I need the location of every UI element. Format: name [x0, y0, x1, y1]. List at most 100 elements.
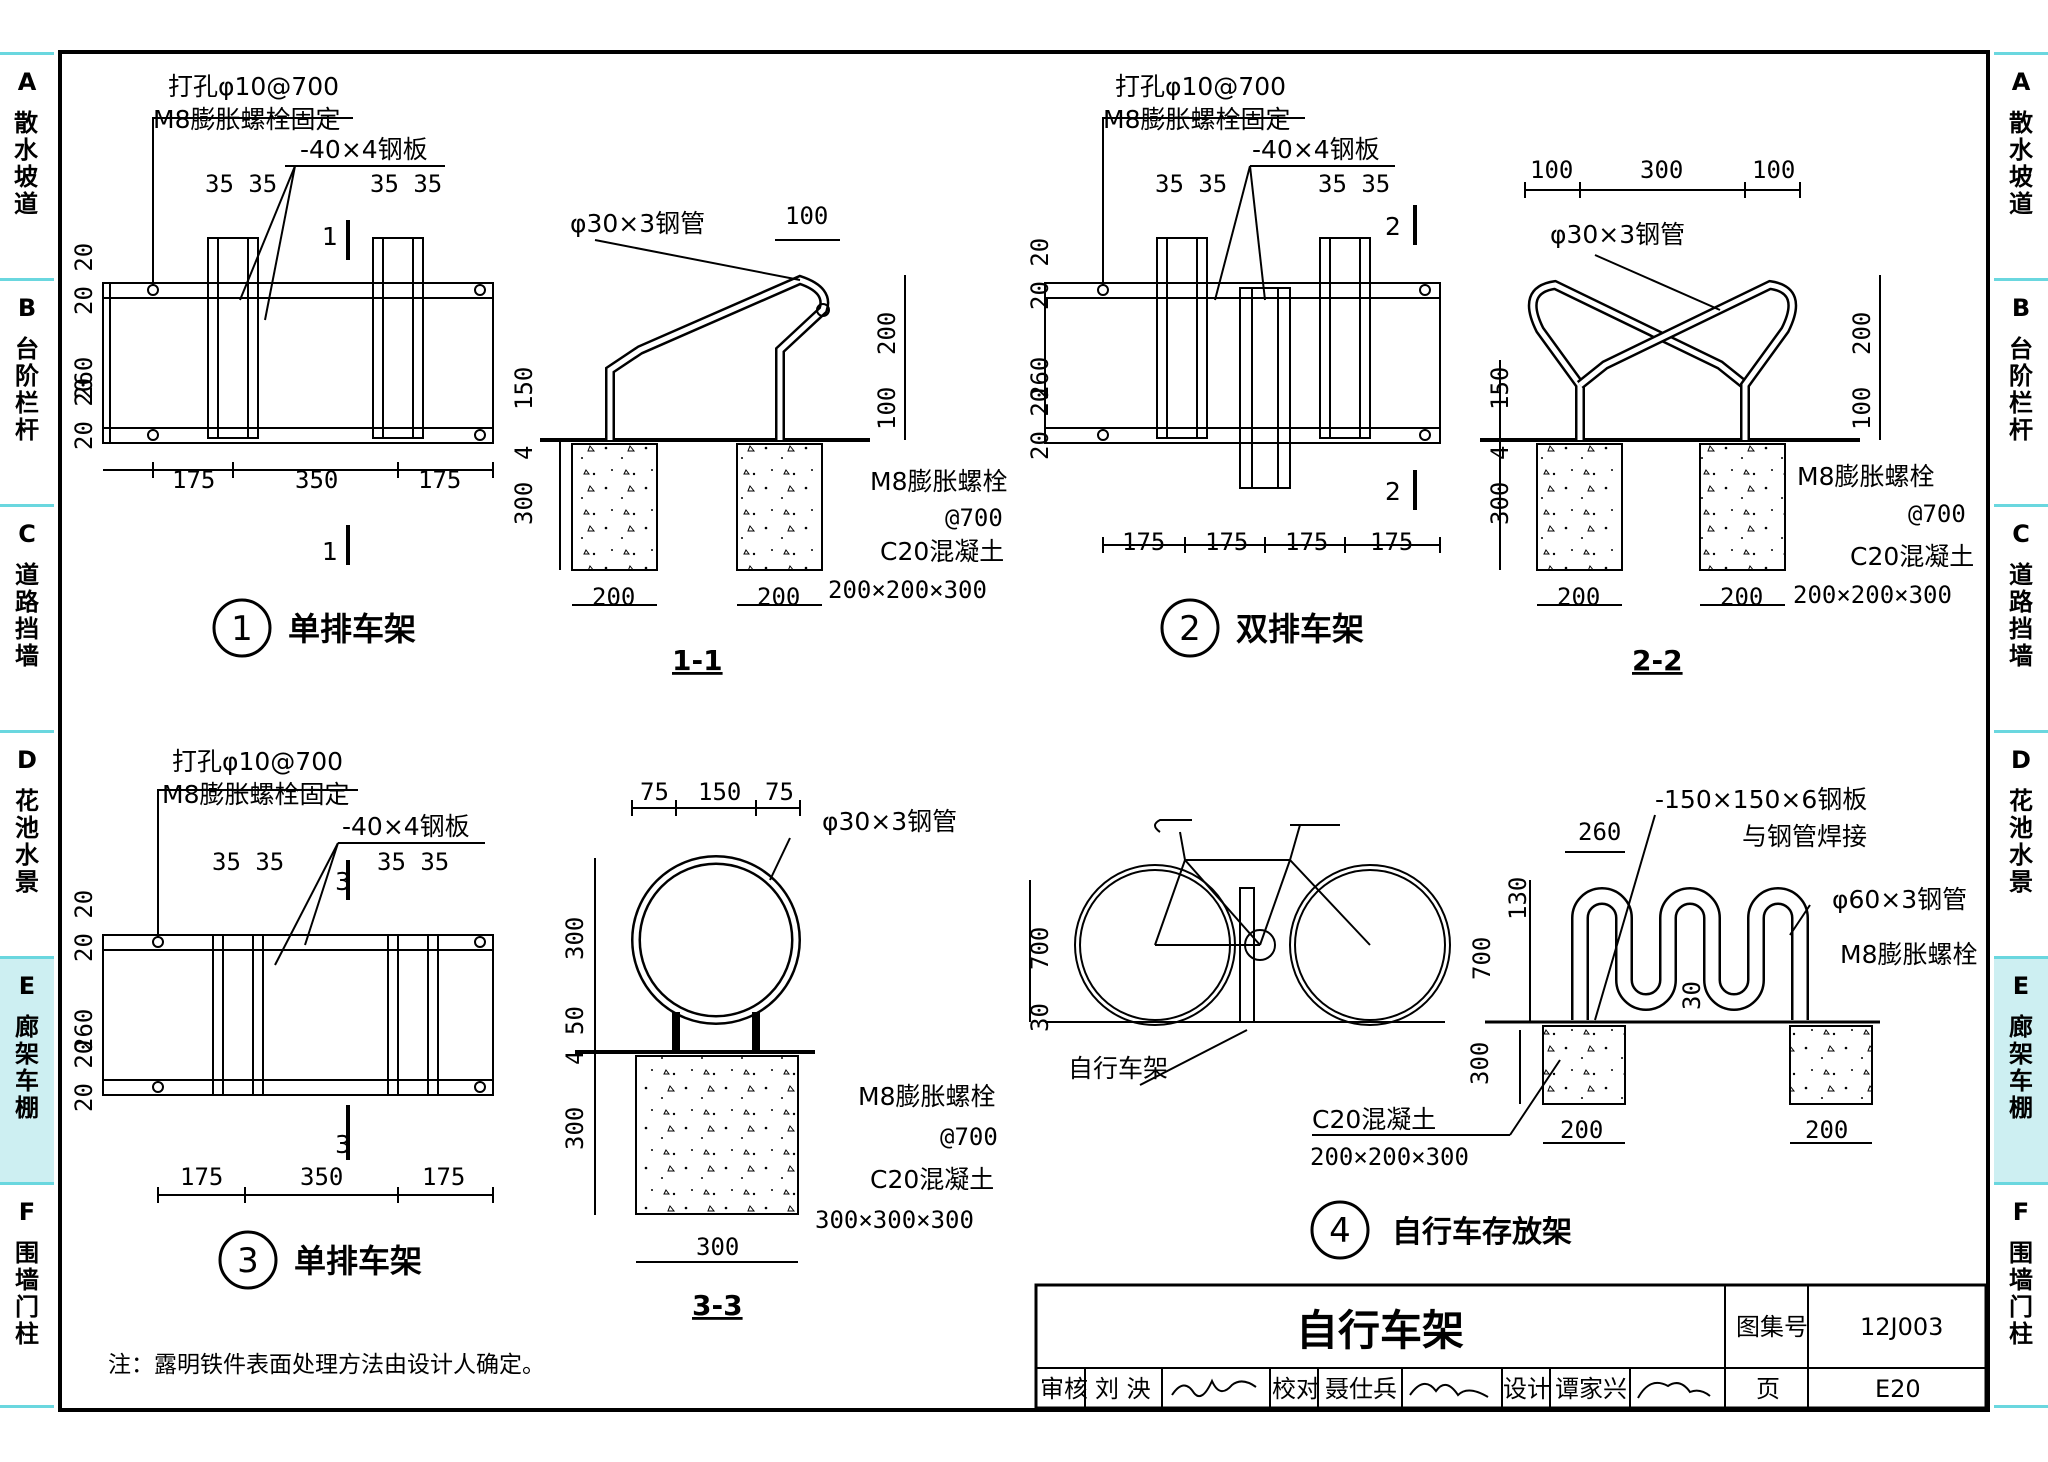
- tab-text: 花池 水景: [15, 787, 39, 896]
- bolt-label: M8膨胀螺栓: [858, 1082, 995, 1111]
- dim-20-20: 20 20: [70, 890, 98, 962]
- dim-100: 100: [785, 202, 828, 230]
- dim-300: 300: [561, 917, 589, 960]
- dim-20-20: 20 20: [70, 1040, 98, 1112]
- bolt-label: M8膨胀螺栓: [870, 467, 1007, 496]
- dim-20-20: 20 20: [70, 378, 98, 450]
- detail-number: 4: [1329, 1211, 1351, 1251]
- plan-single-rack-3: [102, 789, 494, 1203]
- dim-130: 130: [1504, 877, 1532, 920]
- dim-260: 260: [1578, 818, 1621, 846]
- tab-text: 散水 坡道: [2009, 109, 2033, 218]
- dim-260: 260: [1026, 357, 1054, 400]
- dim-100: 100: [1848, 387, 1876, 430]
- note-bolt: M8膨胀螺栓固定: [162, 780, 349, 809]
- rack-label: 自行车架: [1068, 1054, 1168, 1083]
- tab-text: 台阶 栏杆: [2009, 335, 2033, 444]
- dim-200: 200: [1848, 312, 1876, 355]
- bolt-spacing: @700: [940, 1123, 998, 1151]
- note-bolt: M8膨胀螺栓固定: [1103, 105, 1290, 134]
- dim-175: 175: [1122, 528, 1165, 556]
- dim-700: 700: [1026, 927, 1054, 970]
- plate-label: -40×4钢板: [1252, 135, 1380, 164]
- check-name: 聂仕兵: [1325, 1375, 1397, 1403]
- section-mark: 3: [335, 1130, 351, 1159]
- plan-single-rack-1: [102, 117, 494, 565]
- dim-20-20: 20 20: [70, 243, 98, 315]
- dim-300: 300: [1466, 1042, 1494, 1085]
- dim-100: 100: [873, 387, 901, 430]
- detail-title: 单排车架: [288, 610, 416, 648]
- dim-100: 100: [1530, 156, 1573, 184]
- dim-175: 175: [1205, 528, 1248, 556]
- dim-35-35: 35 35: [1155, 170, 1227, 198]
- dim-35-35: 35 35: [377, 848, 449, 876]
- tab-text: 围墙 门柱: [2009, 1239, 2033, 1348]
- dim-175: 175: [180, 1163, 223, 1191]
- dim-260: 260: [70, 357, 98, 400]
- note-hole: 打孔φ10@700: [168, 72, 339, 101]
- dim-300: 300: [561, 1107, 589, 1150]
- atlas-label: 图集号: [1736, 1313, 1808, 1341]
- detail-title: 自行车存放架: [1392, 1215, 1572, 1250]
- concrete-size: 200×200×300: [1793, 581, 1952, 609]
- dim-4: 4: [1486, 446, 1514, 460]
- pipe-label: φ30×3钢管: [1550, 220, 1685, 249]
- dim-200: 200: [1805, 1116, 1848, 1144]
- dim-20-20: 20 20: [1026, 388, 1054, 460]
- serpentine-rack-elevation: [1312, 814, 1880, 1144]
- tab-text: 散水 坡道: [14, 109, 40, 218]
- detail-number: 1: [231, 609, 253, 649]
- plate-label: -40×4钢板: [300, 135, 428, 164]
- dim-4: 4: [561, 1051, 589, 1065]
- tab-text: 廊架 车棚: [2009, 1013, 2033, 1122]
- design-label: 设计: [1503, 1375, 1551, 1403]
- dim-200: 200: [1557, 583, 1600, 611]
- concrete-label: C20混凝土: [1850, 542, 1974, 571]
- section-mark: 2: [1385, 212, 1401, 241]
- dim-175: 175: [1370, 528, 1413, 556]
- dim-30: 30: [1026, 1003, 1054, 1032]
- dim-100: 100: [1752, 156, 1795, 184]
- pipe-label: φ60×3钢管: [1832, 885, 1967, 914]
- section-name: 3-3: [692, 1289, 743, 1322]
- detail-title: 双排车架: [1236, 610, 1364, 648]
- note-bolt: M8膨胀螺栓固定: [153, 105, 340, 134]
- drawing-frame: [58, 50, 1990, 1412]
- note-hole: 打孔φ10@700: [1115, 72, 1286, 101]
- dim-350: 350: [295, 466, 338, 494]
- dim-260: 260: [70, 1009, 98, 1052]
- detail-number-circle: [1160, 598, 1220, 658]
- dim-200: 200: [757, 583, 800, 611]
- concrete-size: 300×300×300: [815, 1206, 974, 1234]
- plate-label: -40×4钢板: [342, 812, 470, 841]
- tab-text: 花池 水景: [2009, 787, 2033, 896]
- dim-35-35: 35 35: [370, 170, 442, 198]
- dim-175: 175: [418, 466, 461, 494]
- page-label: 页: [1756, 1375, 1780, 1403]
- dim-175: 175: [172, 466, 215, 494]
- dim-50: 50: [561, 1006, 589, 1035]
- dim-175: 175: [422, 1163, 465, 1191]
- tab-text: 道路 挡墙: [2009, 561, 2033, 670]
- detail-number: 2: [1179, 609, 1201, 649]
- dim-35-35: 35 35: [205, 170, 277, 198]
- dim-150: 150: [698, 778, 741, 806]
- note-hole: 打孔φ10@700: [172, 747, 343, 776]
- detail-number-circle: [218, 1230, 278, 1290]
- tab-text: 围墙 门柱: [15, 1239, 39, 1348]
- note-text: 注：露明铁件表面处理方法由设计人确定。: [108, 1352, 545, 1378]
